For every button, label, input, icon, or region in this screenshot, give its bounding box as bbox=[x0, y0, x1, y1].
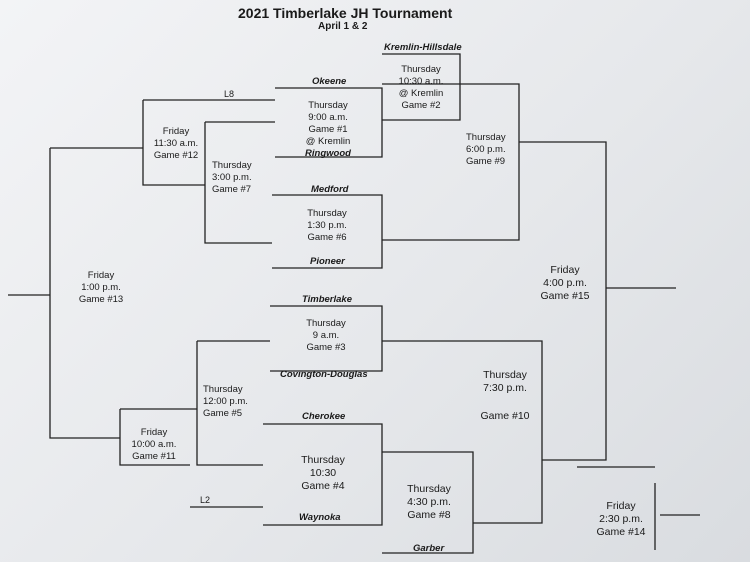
game5-bracket bbox=[196, 340, 270, 466]
game-10: Thursday 7:30 p.m. Game #10 bbox=[474, 369, 536, 423]
game-1-time: 9:00 a.m. bbox=[308, 112, 348, 123]
game-13: Friday 1:00 p.m. Game #13 bbox=[74, 270, 128, 306]
game-9-number: Game #9 bbox=[466, 156, 506, 167]
game-14-time: 2:30 p.m. bbox=[599, 513, 643, 525]
team-kremlin-hillsdale: Kremlin-Hillsdale bbox=[384, 42, 462, 53]
team-waynoka: Waynoka bbox=[299, 512, 341, 523]
game-12-number: Game #12 bbox=[153, 150, 199, 161]
game-9-day: Thursday bbox=[466, 132, 506, 143]
game12-bracket bbox=[142, 99, 275, 186]
loser-label-l8: L8 bbox=[224, 89, 235, 99]
game13-bracket bbox=[49, 147, 143, 439]
game-8-time: 4:30 p.m. bbox=[407, 496, 451, 508]
game-5-time: 12:00 p.m. bbox=[203, 396, 248, 407]
team-okeene: Okeene bbox=[312, 76, 347, 87]
game10-bracket bbox=[382, 340, 543, 524]
game-2-time: 10:30 a.m. bbox=[398, 76, 444, 87]
game-10-time: 7:30 p.m. bbox=[483, 382, 527, 394]
game-6-day: Thursday bbox=[307, 208, 347, 219]
game-2-site: @ Kremlin bbox=[398, 88, 444, 99]
game-7-number: Game #7 bbox=[212, 184, 252, 195]
game-11-number: Game #11 bbox=[132, 451, 176, 462]
game-10-number: Game #10 bbox=[480, 410, 530, 422]
game-4-time: 10:30 bbox=[309, 467, 337, 479]
game-7-day: Thursday bbox=[212, 160, 252, 171]
game-13-day: Friday bbox=[87, 270, 115, 281]
game-15-day: Friday bbox=[550, 264, 580, 276]
game-3: Thursday 9 a.m. Game #3 bbox=[292, 318, 360, 354]
game-9-time: 6:00 p.m. bbox=[466, 144, 506, 155]
game-5: Thursday 12:00 p.m. Game #5 bbox=[203, 384, 261, 420]
game-8: Thursday 4:30 p.m. Game #8 bbox=[398, 483, 460, 522]
team-ringwood: Ringwood bbox=[305, 148, 351, 159]
game-11-time: 10:00 a.m. bbox=[131, 439, 177, 450]
team-covington-douglas: Covington-Douglas bbox=[280, 369, 368, 380]
game4-bracket bbox=[263, 423, 383, 526]
game-9: Thursday 6:00 p.m. Game #9 bbox=[466, 132, 516, 168]
game-6-time: 1:30 p.m. bbox=[307, 220, 347, 231]
page-title: 2021 Timberlake JH Tournament bbox=[238, 5, 453, 21]
loser-label-l2: L2 bbox=[200, 495, 211, 505]
game-15-number: Game #15 bbox=[540, 290, 590, 302]
game15-bracket bbox=[519, 141, 607, 461]
game-7-time: 3:00 p.m. bbox=[212, 172, 252, 183]
game-4-day: Thursday bbox=[301, 454, 345, 466]
game-12-time: 11:30 a.m. bbox=[153, 138, 199, 149]
game-14-day: Friday bbox=[606, 500, 636, 512]
game-11-day: Friday bbox=[140, 427, 168, 438]
game-10-day: Thursday bbox=[483, 369, 527, 381]
game-14: Friday 2:30 p.m. Game #14 bbox=[588, 500, 654, 539]
game7-bracket bbox=[204, 121, 275, 244]
game-11: Friday 10:00 a.m. Game #11 bbox=[127, 427, 181, 463]
game-5-number: Game #5 bbox=[203, 408, 243, 419]
game-3-number: Game #3 bbox=[306, 342, 346, 353]
game-1: Thursday 9:00 a.m. Game #1 @ Kremlin Rin… bbox=[290, 100, 366, 160]
game-3-day: Thursday bbox=[306, 318, 346, 329]
game8-bracket bbox=[382, 451, 474, 554]
game-8-number: Game #8 bbox=[407, 509, 451, 521]
game-1-site: @ Kremlin bbox=[305, 136, 351, 147]
game-12: Friday 11:30 a.m. Game #12 bbox=[150, 126, 202, 162]
game-15-time: 4:00 p.m. bbox=[543, 277, 587, 289]
game-2-day: Thursday bbox=[401, 64, 441, 75]
game-1-day: Thursday bbox=[308, 100, 348, 111]
game-2-number: Game #2 bbox=[401, 100, 441, 111]
game-7: Thursday 3:00 p.m. Game #7 bbox=[212, 160, 268, 196]
team-cherokee: Cherokee bbox=[302, 411, 346, 422]
tournament-dates: April 1 & 2 bbox=[318, 21, 368, 32]
game11-bracket bbox=[119, 408, 197, 466]
game9-bracket bbox=[382, 83, 520, 241]
game-13-number: Game #13 bbox=[78, 294, 124, 305]
game-2: Thursday 10:30 a.m. @ Kremlin Game #2 bbox=[392, 64, 450, 112]
game6-bracket bbox=[272, 194, 383, 269]
game-14-number: Game #14 bbox=[596, 526, 646, 538]
game-4-number: Game #4 bbox=[301, 480, 345, 492]
game3-bracket bbox=[270, 305, 383, 372]
team-pioneer: Pioneer bbox=[310, 256, 345, 267]
game-6-number: Game #6 bbox=[307, 232, 347, 243]
game-1-number: Game #1 bbox=[308, 124, 348, 135]
game-8-day: Thursday bbox=[407, 483, 451, 495]
team-medford: Medford bbox=[311, 184, 349, 195]
game-15: Friday 4:00 p.m. Game #15 bbox=[536, 264, 594, 303]
team-garber: Garber bbox=[413, 543, 445, 554]
game-3-time: 9 a.m. bbox=[312, 330, 340, 341]
game1-bracket bbox=[275, 87, 383, 158]
game-13-time: 1:00 p.m. bbox=[81, 282, 121, 293]
game-5-day: Thursday bbox=[203, 384, 243, 395]
game-12-day: Friday bbox=[162, 126, 190, 137]
game-6: Thursday 1:30 p.m. Game #6 bbox=[290, 208, 364, 244]
team-timberlake: Timberlake bbox=[302, 294, 352, 305]
game-4: Thursday 10:30 Game #4 bbox=[290, 454, 356, 493]
game2-bracket bbox=[382, 53, 461, 121]
